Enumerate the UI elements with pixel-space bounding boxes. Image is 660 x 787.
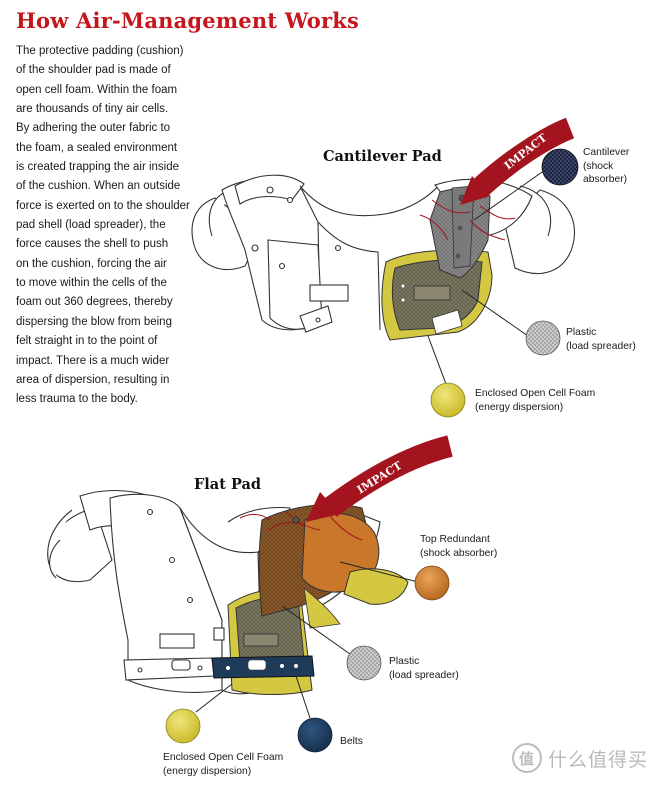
- watermark-text: 什么值得买: [547, 749, 648, 771]
- flat-plastic-label: Plastic (load spreader): [389, 655, 459, 682]
- flat-foam-shell: [211, 503, 409, 695]
- paragraph-line: By adhering the outer fabric to: [16, 122, 171, 135]
- flat-plastic-swatch: [346, 645, 382, 681]
- flat-top-redundant-swatch: [414, 565, 450, 601]
- flat-foam-label-line: Enclosed Open Cell Foam: [163, 752, 284, 763]
- paragraph-line: the foam, a sealed environment: [16, 141, 178, 154]
- cantilever-plastic-label: Plastic (load spreader): [566, 326, 636, 353]
- flat-foam-label: Enclosed Open Cell Foam (energy dispersi…: [163, 751, 283, 778]
- cantilever-foam-label-line: Enclosed Open Cell Foam: [475, 388, 596, 399]
- watermark: 值 什么值得买: [511, 743, 648, 773]
- paragraph-line: less trauma to the body.: [16, 393, 138, 406]
- flat-top-redundant-label: Top Redundant (shock absorber): [420, 533, 497, 560]
- paragraph-line: is created trapping the air inside: [16, 161, 180, 174]
- paragraph-line: force causes the shell to push: [16, 238, 169, 251]
- cantilever-label-line: absorber): [583, 174, 628, 185]
- cantilever-foam-label: Enclosed Open Cell Foam (energy dispersi…: [475, 387, 595, 414]
- paragraph-line: dispersing the blow from being: [16, 315, 172, 328]
- cantilever-plastic-label-line: (load spreader): [566, 340, 636, 352]
- flat-plastic-label-line: Plastic: [389, 656, 420, 667]
- paragraph-line: to move within the cells of the: [16, 277, 167, 290]
- paragraph-line: The protective padding (cushion): [16, 45, 184, 57]
- flat-foam-swatch: [165, 708, 201, 744]
- cantilever-foam-label-line: (energy dispersion): [475, 401, 564, 413]
- flat-top-label-line: Top Redundant: [420, 534, 490, 545]
- flat-plastic-label-line: (load spreader): [389, 669, 459, 681]
- paragraph-line: area of dispersion, resulting in: [16, 373, 170, 386]
- watermark-logo-icon: 值: [511, 743, 542, 773]
- cantilever-shock-absorber-swatch: [541, 148, 579, 186]
- flat-impact-arrow: IMPACT: [306, 435, 453, 522]
- description-paragraph: The protective padding (cushion) of the …: [16, 42, 201, 410]
- flat-callouts: [165, 561, 450, 753]
- flat-belts-label-line: Belts: [340, 736, 363, 747]
- paragraph-line: pad shell (load spreader), the: [16, 219, 166, 232]
- flat-foam-label-line: (energy dispersion): [163, 765, 252, 777]
- paragraph-line: of the shoulder pad is made of: [16, 64, 171, 77]
- paragraph-line: are thousands of tiny air cells.: [16, 103, 169, 116]
- paragraph-line: felt straight in to the point of: [16, 335, 158, 348]
- page-title: How Air-Management Works: [16, 8, 360, 33]
- paragraph-line: on the cushion, forcing the air: [16, 257, 167, 270]
- flat-pad-heading: Flat Pad: [194, 476, 261, 493]
- cantilever-label-line: (shock: [583, 160, 614, 172]
- cantilever-foam-shell: [381, 185, 516, 341]
- cantilever-plastic-label-line: Plastic: [566, 327, 597, 338]
- cantilever-label-line: Cantilever: [583, 147, 630, 158]
- flat-top-label-line: (shock absorber): [420, 547, 498, 559]
- paragraph-line: of the cushion. When an outside: [16, 180, 181, 193]
- paragraph-line: foam out 360 degrees, thereby: [16, 296, 173, 309]
- cantilever-plastic-swatch: [525, 320, 561, 356]
- cantilever-pad-heading: Cantilever Pad: [323, 148, 442, 165]
- paragraph-line: open cell foam. Within the foam: [16, 83, 178, 96]
- flat-belts-label: Belts: [340, 735, 363, 749]
- cantilever-pad-drawing: [191, 174, 575, 333]
- paragraph-line: force is exerted on to the shoulder: [16, 199, 190, 212]
- flat-belts-swatch: [297, 717, 333, 753]
- paragraph-line: impact. There is a much wider: [16, 354, 170, 367]
- cantilever-foam-swatch: [430, 382, 466, 418]
- cantilever-label: Cantilever (shock absorber): [583, 146, 629, 187]
- cantilever-callouts: [427, 148, 579, 418]
